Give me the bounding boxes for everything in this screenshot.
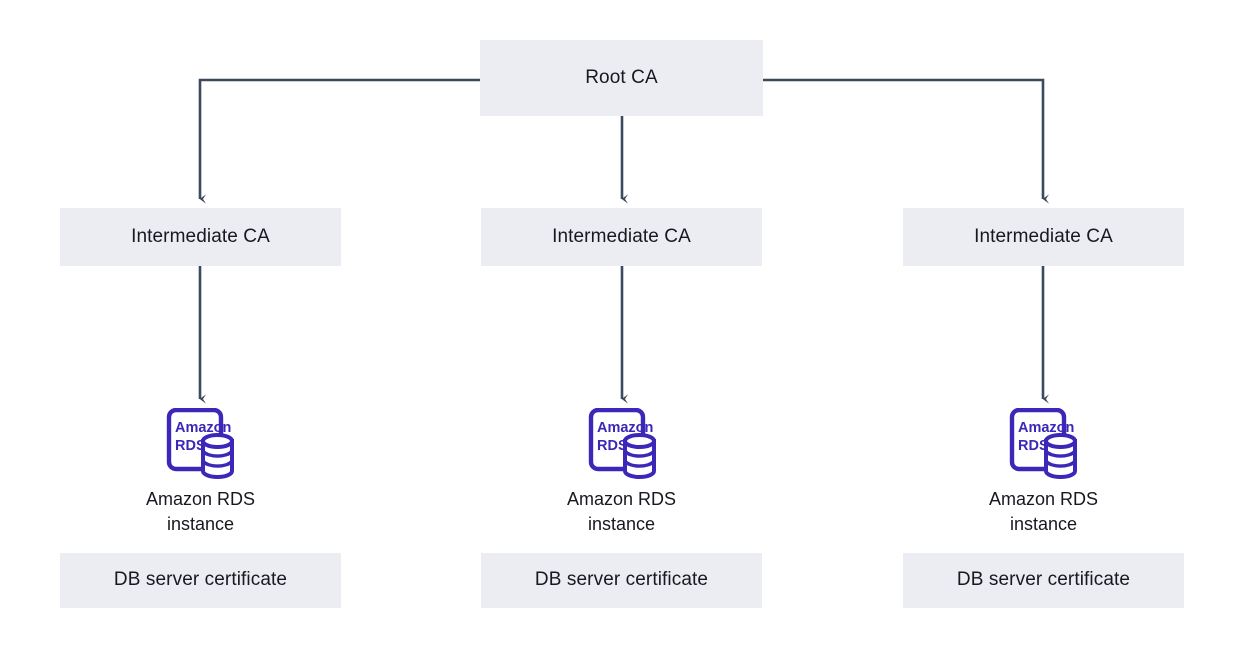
node-intermediate-ca-1-label: Intermediate CA bbox=[131, 225, 270, 247]
node-rds-instance-3-label-line1: Amazon RDS bbox=[988, 489, 1099, 509]
node-intermediate-ca-2: Intermediate CA bbox=[481, 208, 762, 266]
svg-text:Amazon: Amazon bbox=[1018, 420, 1074, 436]
svg-text:RDS: RDS bbox=[597, 438, 628, 454]
node-db-server-certificate-3: DB server certificate bbox=[903, 553, 1184, 608]
node-intermediate-ca-3-label: Intermediate CA bbox=[974, 225, 1113, 247]
svg-text:RDS: RDS bbox=[175, 438, 206, 454]
svg-text:RDS: RDS bbox=[1018, 438, 1049, 454]
node-rds-instance-3-label-line2: instance bbox=[1009, 514, 1078, 534]
node-db-server-certificate-1-label: DB server certificate bbox=[113, 569, 288, 591]
node-db-server-certificate-2: DB server certificate bbox=[481, 553, 762, 608]
svg-text:Amazon: Amazon bbox=[175, 420, 231, 436]
amazon-rds-icon: Amazon RDS bbox=[1009, 408, 1077, 480]
node-rds-instance-2-label-line1: Amazon RDS bbox=[566, 489, 677, 509]
node-rds-instance-2-label: Amazon RDS instance bbox=[481, 487, 762, 537]
node-intermediate-ca-3: Intermediate CA bbox=[903, 208, 1184, 266]
node-intermediate-ca-1: Intermediate CA bbox=[60, 208, 341, 266]
node-root-ca-label: Root CA bbox=[585, 66, 658, 88]
svg-text:Amazon: Amazon bbox=[597, 420, 653, 436]
node-rds-instance-1-label-line2: instance bbox=[166, 514, 235, 534]
amazon-rds-icon: Amazon RDS bbox=[588, 408, 656, 480]
node-db-server-certificate-1: DB server certificate bbox=[60, 553, 341, 608]
node-intermediate-ca-2-label: Intermediate CA bbox=[552, 225, 691, 247]
node-db-server-certificate-2-label: DB server certificate bbox=[534, 569, 709, 591]
node-db-server-certificate-3-label: DB server certificate bbox=[956, 569, 1131, 591]
node-root-ca: Root CA bbox=[480, 40, 763, 116]
node-rds-instance-3-label: Amazon RDS instance bbox=[903, 487, 1184, 537]
node-rds-instance-2-label-line2: instance bbox=[587, 514, 656, 534]
node-rds-instance-1-label-line1: Amazon RDS bbox=[145, 489, 256, 509]
amazon-rds-icon: Amazon RDS bbox=[166, 408, 234, 480]
node-rds-instance-1-label: Amazon RDS instance bbox=[60, 487, 341, 537]
